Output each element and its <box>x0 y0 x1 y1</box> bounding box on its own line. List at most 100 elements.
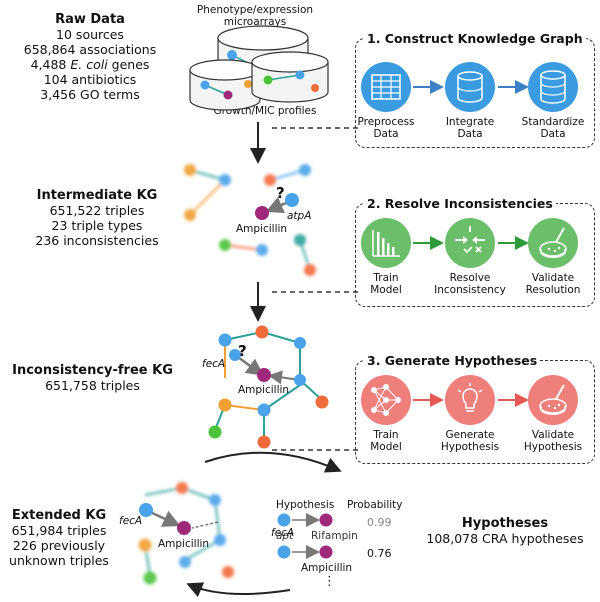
extended-kg-title: Extended KG <box>11 508 107 523</box>
step2-label-train: Train Model <box>346 272 426 296</box>
hypotheses-line: 108,078 CRA hypotheses <box>426 531 584 546</box>
hypotheses-title: Hypotheses <box>461 516 549 531</box>
hypothesis-drug: Ampicillin <box>301 562 353 574</box>
petri-dish-icon <box>528 375 578 425</box>
raw-data-line: 3,456 GO terms <box>40 87 140 102</box>
flow-arrow <box>204 451 342 473</box>
species-name: E. coli <box>70 57 108 72</box>
step-label-line: Data <box>540 128 566 140</box>
step-label-line: Train <box>373 429 399 441</box>
step-label-line: Hypothesis <box>440 441 500 453</box>
drug-node <box>319 513 333 527</box>
raw-data-line: 658,864 associations <box>23 42 157 57</box>
gene-node <box>277 513 291 527</box>
hypothesis-gene: fecA <box>271 527 295 539</box>
neural-network-icon <box>361 375 411 425</box>
step1-label-preprocess: Preprocess Data <box>346 116 426 140</box>
hypothesis-gene: apt <box>276 530 294 542</box>
step1-title: 1. Construct Knowledge Graph <box>364 31 586 46</box>
flow-arrow <box>186 582 291 598</box>
step3-title: 3. Generate Hypotheses <box>364 353 541 368</box>
extended-kg-graph <box>138 482 234 585</box>
inconsistency-free-kg-title: Inconsistency-free KG <box>12 363 173 378</box>
inconsistency-free-kg-block: Inconsistency-free KG 651,758 triples <box>5 363 180 393</box>
gene-label: atpA <box>287 210 312 222</box>
drug-node <box>177 521 191 535</box>
drug-label: Ampicillin <box>158 538 210 550</box>
step-label-line: Data <box>373 128 399 140</box>
database-icon <box>189 59 261 111</box>
step1-label-standardize: Standardize Data <box>513 116 593 140</box>
step-label-line: Model <box>370 284 402 296</box>
database-stack-icon <box>528 62 578 112</box>
step2-label-validate: Validate Resolution <box>513 272 593 296</box>
extended-kg-block: Extended KG 651,984 triples 226 previous… <box>0 508 118 568</box>
raw-data-line: 104 antibiotics <box>43 72 137 87</box>
gene-node <box>229 349 241 361</box>
step-label-line: Hypothesis <box>523 441 583 453</box>
extended-kg-line: unknown triples <box>9 553 109 568</box>
step-label-line: Inconsistency <box>434 284 506 296</box>
gene-node <box>139 503 153 517</box>
db-top-label: Phenotype/expression microarrays <box>180 4 330 28</box>
step2-label-resolve: Resolve Inconsistency <box>430 272 510 296</box>
drug-label: Ampicillin <box>236 223 288 235</box>
drug-node <box>255 206 269 220</box>
step-label-line: Generate <box>445 429 495 441</box>
spreadsheet-icon <box>361 62 411 112</box>
intermediate-kg-title: Intermediate KG <box>36 188 158 203</box>
step3-label-generate: Generate Hypothesis <box>430 429 510 453</box>
step-label-line: Standardize <box>521 116 585 128</box>
hypothesis-probability: 0.99 <box>367 516 392 529</box>
database-icon <box>445 62 495 112</box>
hypothesis-drug: Rifampin <box>311 530 358 542</box>
intermediate-kg-line: 236 inconsistencies <box>35 233 159 248</box>
step-label-line: Preprocess <box>357 116 415 128</box>
raw-data-title: Raw Data <box>55 12 125 27</box>
inconsistency-free-kg-line: 651,758 triples <box>45 378 140 393</box>
step3-label-validate: Validate Hypothesis <box>513 429 593 453</box>
intermediate-kg-graph <box>184 164 316 276</box>
bar-chart-icon <box>361 218 411 268</box>
intermediate-kg-block: Intermediate KG 651,522 triples 23 tripl… <box>22 188 172 248</box>
petri-dish-icon <box>528 218 578 268</box>
hypotheses-table-graphics <box>277 513 333 559</box>
question-mark: ? <box>238 342 247 360</box>
extended-kg-line: 651,984 triples <box>11 523 107 538</box>
drug-node <box>257 368 271 382</box>
step2-title: 2. Resolve Inconsistencies <box>364 196 556 211</box>
raw-data-line: 4,488 E. coli genes <box>30 57 150 72</box>
db-top-label-line: microarrays <box>223 16 287 28</box>
hypotheses-summary: Hypotheses 108,078 CRA hypotheses <box>420 516 590 546</box>
resolve-arrows-icon <box>445 218 495 268</box>
step1-label-integrate: Integrate Data <box>430 116 510 140</box>
database-cylinders-graphic <box>189 25 329 111</box>
extended-kg-line: 226 previously <box>12 538 106 553</box>
db-top-label-line: Phenotype/expression <box>196 4 314 16</box>
drug-label: Ampicillin <box>238 384 290 396</box>
gene-label: fecA <box>119 515 143 527</box>
gene-node <box>285 193 299 207</box>
table-ellipsis: ⋮ <box>323 574 336 589</box>
gene-label: fecA <box>202 358 226 370</box>
hypothesis-probability: 0.76 <box>367 547 392 560</box>
step-label-line: Data <box>457 128 483 140</box>
drug-node <box>319 545 333 559</box>
hypothesis-column-header: Hypothesis <box>276 499 335 511</box>
step-label-line: Resolve <box>449 272 491 284</box>
raw-data-block: Raw Data 10 sources 658,864 associations… <box>10 12 170 102</box>
intermediate-kg-line: 23 triple types <box>51 218 143 233</box>
question-mark: ? <box>276 184 285 202</box>
step-label-line: Train <box>373 272 399 284</box>
intermediate-kg-line: 651,522 triples <box>49 203 145 218</box>
database-icon <box>251 51 329 103</box>
inconsistency-free-kg-graph <box>208 325 329 449</box>
lightbulb-icon <box>445 375 495 425</box>
probability-column-header: Probability <box>347 499 403 511</box>
gene-node <box>277 545 291 559</box>
raw-data-line: 10 sources <box>56 27 124 42</box>
step3-label-train: Train Model <box>346 429 426 453</box>
step-label-line: Model <box>370 441 402 453</box>
step-label-line: Validate <box>531 429 575 441</box>
